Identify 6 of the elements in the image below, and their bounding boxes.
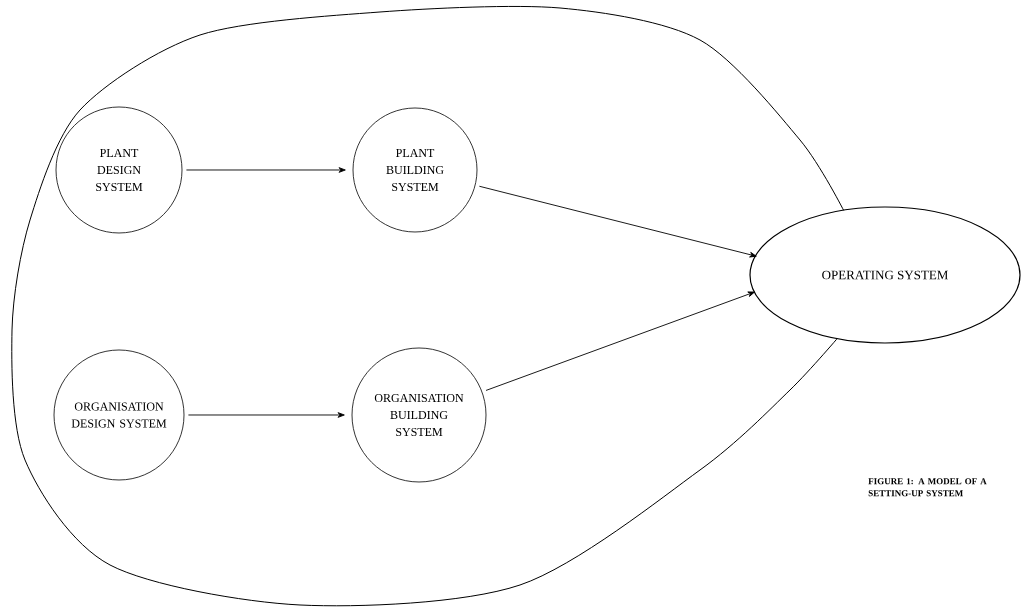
arrow <box>185 167 346 173</box>
arrow <box>485 291 755 391</box>
node-label: OPERATING SYSTEM <box>822 270 948 280</box>
arrow <box>187 412 345 418</box>
arrow <box>478 185 757 258</box>
figure-caption: FIGURE 1: A MODEL OF A SETTING-UP SYSTEM <box>868 478 987 497</box>
